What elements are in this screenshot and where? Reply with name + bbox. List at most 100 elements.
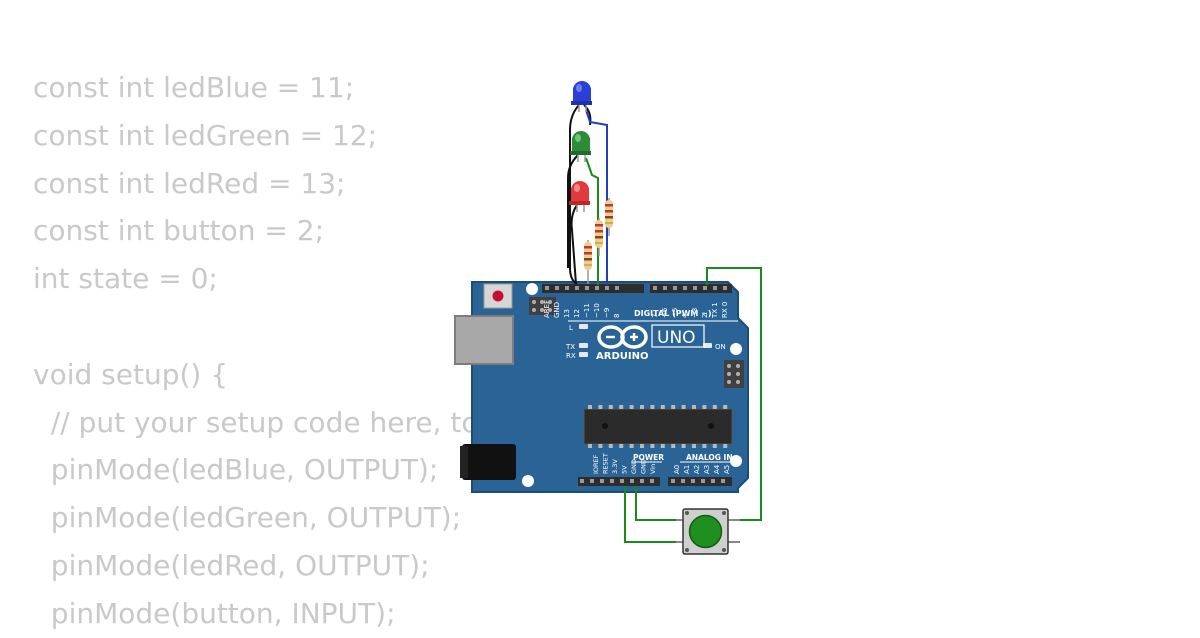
- pin-hole: [683, 286, 687, 290]
- pin-hole: [650, 479, 654, 483]
- board-model-label: UNO: [657, 328, 696, 348]
- analog-pin-label: A1: [683, 465, 691, 474]
- wire-button-to-5v: [624, 486, 684, 543]
- code-line: pinMode(ledGreen, OUTPUT);: [33, 501, 462, 535]
- analog-header[interactable]: [668, 477, 732, 486]
- digital-pin-label: AREF: [543, 300, 551, 318]
- pin-hole: [691, 479, 695, 483]
- wire-ground-red-led: [570, 204, 578, 285]
- digital-pin-label: GND: [553, 302, 561, 318]
- mounting-hole: [522, 475, 534, 487]
- power-pin-label: IOREF: [592, 454, 600, 474]
- power-pin-label: 5V: [621, 465, 629, 474]
- digital-pin-label: ~10: [593, 303, 601, 318]
- pin-hole: [671, 479, 675, 483]
- led-red[interactable]: [569, 181, 590, 212]
- chip-pin: [619, 405, 624, 409]
- digital-pin-label: RX 0: [721, 302, 729, 318]
- wire-ground-blue-led: [569, 104, 580, 285]
- pin-hole: [701, 479, 705, 483]
- chip-pin: [692, 405, 696, 409]
- pin-hole: [721, 479, 725, 483]
- pin-hole: [673, 286, 677, 290]
- chip-pin: [702, 444, 707, 448]
- digital-header-label: DIGITAL (PWM ~): [634, 309, 712, 318]
- pin-hole: [590, 479, 594, 483]
- code-line: pinMode(ledRed, OUTPUT);: [33, 548, 430, 582]
- pin-hole: [545, 286, 549, 290]
- pin-hole: [610, 479, 614, 483]
- chip-pin: [671, 405, 676, 409]
- digital-pin-label: 4: [681, 313, 689, 318]
- resistor-green: [595, 218, 603, 256]
- code-editor[interactable]: const int ledBlue = 11;const int ledGree…: [33, 64, 620, 638]
- digital-pin-label: ~6: [661, 307, 669, 318]
- led-on-indicator: [703, 343, 712, 348]
- pin-hole: [585, 286, 589, 290]
- digital-pin-label: TX 1: [711, 302, 719, 319]
- chip-pin: [598, 405, 603, 409]
- power-label: POWER: [633, 453, 664, 462]
- chip-pin: [640, 444, 644, 448]
- wire-button-to-pin2: [706, 267, 762, 521]
- code-line: const int ledRed = 13;: [33, 166, 346, 200]
- resistor-blue: [605, 198, 613, 236]
- led-rx-label: RX: [566, 352, 576, 360]
- led-green[interactable]: [570, 131, 591, 162]
- chip-pin: [619, 444, 624, 448]
- pin-hole: [681, 479, 685, 483]
- led-on-label: ON: [715, 343, 726, 351]
- power-header[interactable]: [578, 477, 660, 486]
- arduino-logo-icon: [597, 325, 648, 349]
- code-line: pinMode(button, INPUT);: [33, 596, 396, 630]
- icsp-header-right: [724, 360, 744, 388]
- mounting-hole: [730, 343, 742, 355]
- analog-pin-label: A3: [703, 465, 711, 474]
- chip-pin: [692, 444, 696, 448]
- chip-pin: [681, 405, 686, 409]
- digital-pin-label: 12: [573, 309, 581, 318]
- chip-pin: [629, 405, 634, 409]
- pin-hole: [605, 286, 609, 290]
- wire-ground-green-led: [567, 154, 579, 268]
- analog-in-label: ANALOG IN: [686, 453, 733, 462]
- pin-hole: [711, 479, 715, 483]
- analog-pin-label: A5: [723, 465, 731, 474]
- code-line: int state = 0;: [33, 262, 218, 296]
- led-blue[interactable]: [571, 81, 592, 112]
- code-line: pinMode(ledBlue, OUTPUT);: [33, 453, 439, 487]
- digital-header[interactable]: [542, 284, 732, 293]
- digital-pin-label: 13: [563, 309, 571, 318]
- chip-pin: [598, 444, 603, 448]
- led-l-label: L: [569, 324, 573, 332]
- pin-hole: [620, 479, 624, 483]
- usb-connector: [454, 315, 514, 365]
- pin-hole: [600, 479, 604, 483]
- code-line: const int button = 2;: [33, 214, 325, 248]
- power-pin-label: RESET: [602, 453, 610, 474]
- power-pin-label: 3.3V: [611, 459, 619, 474]
- chip-pin: [723, 405, 728, 409]
- digital-pin-label: 2: [701, 314, 709, 318]
- dc-power-jack: [462, 444, 516, 480]
- chip-pin: [712, 405, 717, 409]
- pin-hole: [713, 286, 717, 290]
- pin-hole: [580, 479, 584, 483]
- chip-pin: [588, 444, 592, 448]
- chip-pin: [671, 444, 676, 448]
- wires: [567, 104, 762, 543]
- mounting-hole: [730, 455, 742, 467]
- chip-pin: [712, 444, 717, 448]
- pin-hole: [723, 286, 727, 290]
- code-line: const int ledBlue = 11;: [33, 71, 355, 104]
- chip-pin: [629, 444, 634, 448]
- reset-button[interactable]: [483, 283, 513, 309]
- chip-pin: [681, 444, 686, 448]
- pin-hole: [575, 286, 579, 290]
- analog-pin-label: A2: [693, 465, 701, 474]
- pushbutton[interactable]: [676, 508, 740, 555]
- digital-pin-label: 8: [613, 314, 621, 318]
- code-line: void setup() {: [33, 357, 229, 391]
